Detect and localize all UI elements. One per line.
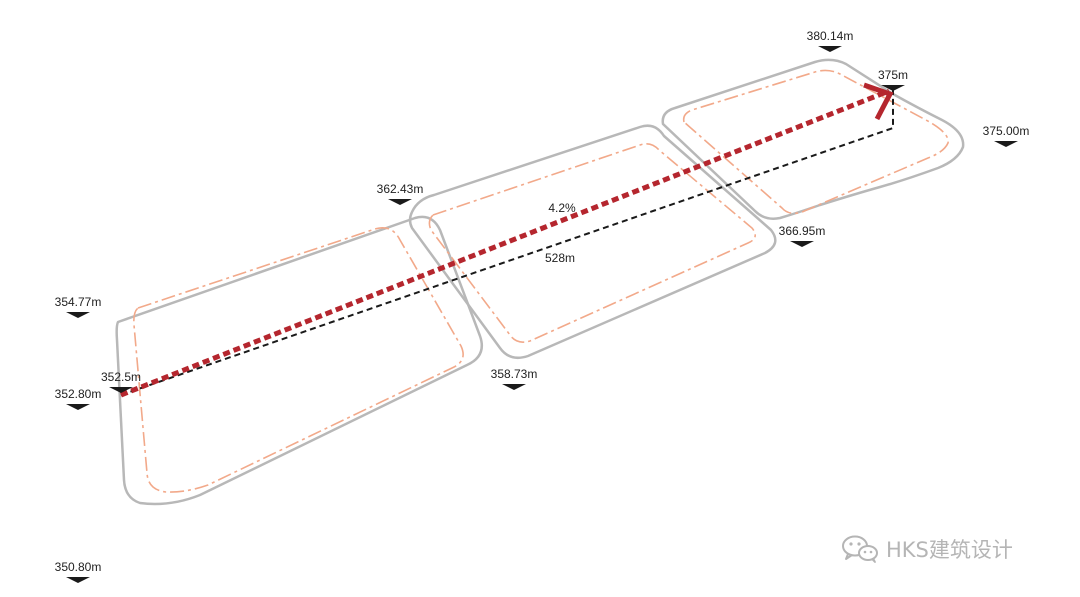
elevation-marker-352-5: 352.5m [101,370,141,393]
pad-1-setback-line [133,227,464,493]
down-triangle-icon [66,312,90,318]
elevation-marker-358-73: 358.73m [491,367,538,390]
down-triangle-icon [66,404,90,410]
elevation-label: 354.77m [55,295,102,309]
elevation-marker-352-80: 352.80m [55,387,102,410]
down-triangle-icon [388,199,412,205]
elevation-label: 362.43m [377,182,424,196]
slope-arrow [120,82,894,398]
terrace-pad-1 [115,215,484,506]
pad-2-setback-line [428,143,756,343]
slope-arrow-line [120,88,890,398]
pad-1-outline [115,215,484,506]
watermark: HKS建筑设计 [840,534,1013,564]
down-triangle-icon [881,85,905,91]
elevation-marker-375: 375m [878,68,908,91]
elevation-label: 358.73m [491,367,538,381]
elevation-label: 375.00m [983,124,1030,138]
elevation-label: 375m [878,68,908,82]
slope-label: 4.2% [548,201,576,215]
down-triangle-icon [818,46,842,52]
terrace-pad-3 [661,58,965,220]
pad-3-outline [661,58,965,220]
elevation-marker-380-14: 380.14m [807,29,854,52]
pad-2-outline [408,124,777,359]
wechat-icon [842,535,878,563]
elevation-label: 380.14m [807,29,854,43]
baseline-dashed-line [120,88,894,396]
down-triangle-icon [66,577,90,583]
elevation-marker-366-95: 366.95m [779,224,826,247]
down-triangle-icon [790,241,814,247]
baseline-dimension [120,88,894,396]
down-triangle-icon [502,384,526,390]
length-label: 528m [545,251,575,265]
elevation-marker-354-77: 354.77m [55,295,102,318]
elevation-label: 352.5m [101,370,141,384]
elevation-marker-362-43: 362.43m [377,182,424,205]
watermark-text: HKS建筑设计 [886,538,1013,562]
elevation-label: 352.80m [55,387,102,401]
elevation-marker-375-00: 375.00m [983,124,1030,147]
terrace-pad-2 [408,124,777,359]
elevation-marker-350-80: 350.80m [55,560,102,583]
elevation-label: 350.80m [55,560,102,574]
slope-arrow-head [863,82,894,121]
down-triangle-icon [994,141,1018,147]
elevation-label: 366.95m [779,224,826,238]
down-triangle-icon [109,387,133,393]
